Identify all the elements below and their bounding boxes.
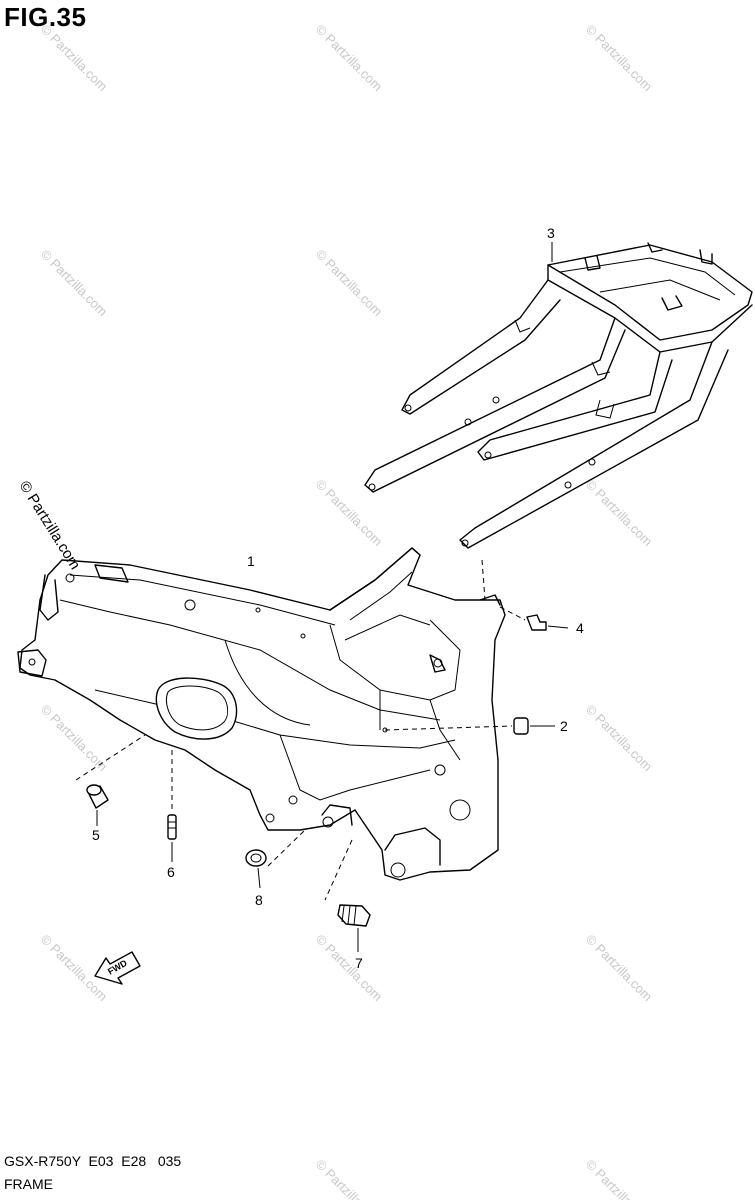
watermark: © Partzilla.com — [583, 22, 656, 95]
callout-3: 3 — [547, 225, 555, 241]
watermark: © Partzilla.com — [313, 932, 386, 1005]
callout-8: 8 — [255, 892, 263, 908]
cap-part-2 — [384, 717, 555, 735]
watermark: © Partzilla.com — [583, 1157, 656, 1200]
watermark: © Partzilla.com — [313, 247, 386, 320]
watermark: © Partzilla.com — [38, 22, 111, 95]
seat-rail-drawing — [364, 242, 753, 549]
callout-5: 5 — [92, 827, 100, 843]
figure-title: FIG.35 — [4, 2, 87, 32]
plug-part-7 — [324, 839, 371, 952]
watermark: © Partzilla.com — [38, 702, 111, 775]
callout-6: 6 — [167, 864, 175, 880]
watermark: © Partzilla.com — [583, 702, 656, 775]
model-code: GSX-R750Y E03 E28 035 — [4, 1153, 182, 1169]
pin-part-6 — [167, 750, 177, 862]
watermark: © Partzilla.com — [313, 22, 386, 95]
callout-4: 4 — [576, 620, 584, 636]
watermark: © Partzilla.com — [583, 932, 656, 1005]
callout-1: 1 — [247, 553, 255, 569]
watermark: © Partzilla.com — [583, 477, 656, 550]
bolt-part-4 — [481, 559, 569, 631]
cap-part-8 — [245, 829, 306, 889]
watermark: © Partzilla.com — [38, 247, 111, 320]
bushing-part-5 — [75, 734, 146, 826]
figure-name: FRAME — [4, 1176, 53, 1192]
callout-7: 7 — [355, 955, 363, 971]
fwd-arrow: FWD — [94, 951, 141, 985]
callout-2: 2 — [560, 718, 568, 734]
watermark: © Partzilla.com — [313, 1157, 386, 1200]
main-frame-drawing — [17, 547, 506, 881]
